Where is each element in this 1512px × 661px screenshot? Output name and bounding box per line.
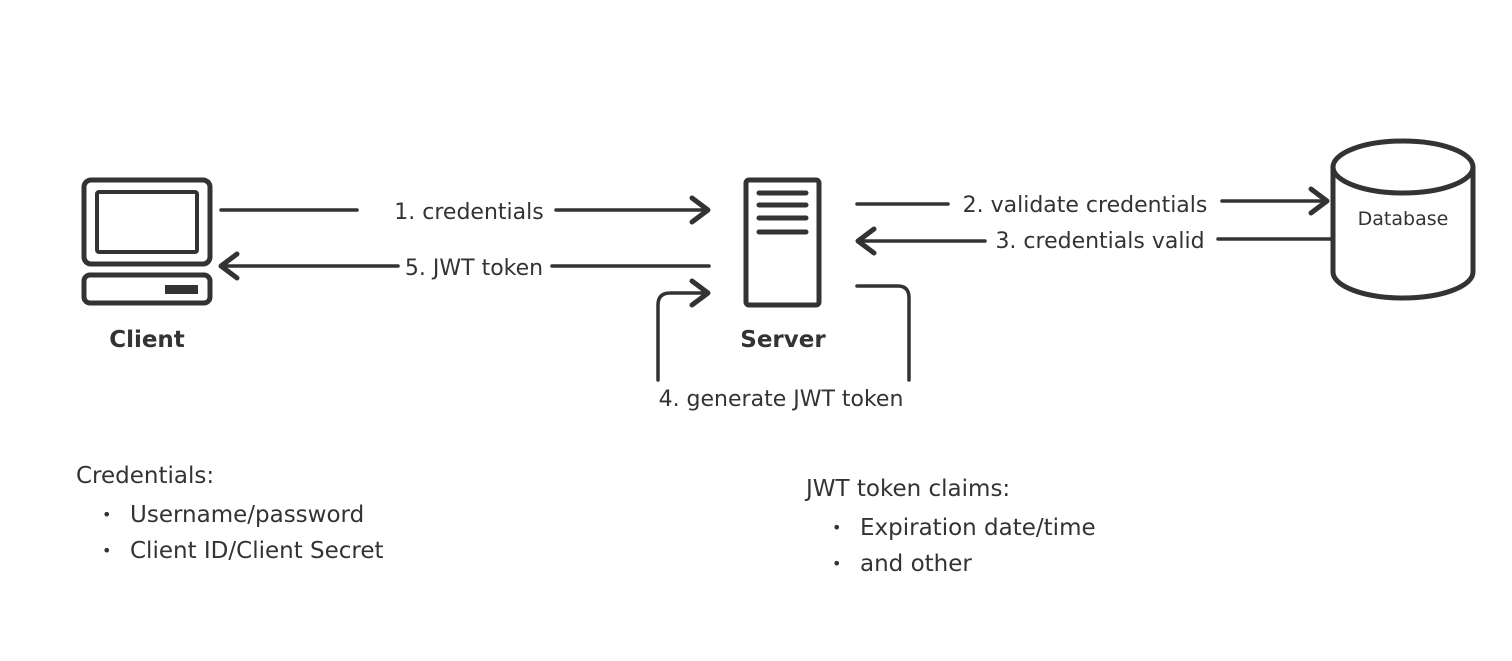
step5-label: 5. JWT token <box>405 256 543 281</box>
credentials-note-title: Credentials: <box>76 463 215 489</box>
step2-label: 2. validate credentials <box>963 193 1208 218</box>
list-item: Username/password <box>102 497 384 533</box>
step1-label: 1. credentials <box>394 200 543 225</box>
credentials-note: Credentials: Username/password Client ID… <box>76 461 384 569</box>
list-item: and other <box>832 546 1096 582</box>
jwt-claims-note-title: JWT token claims: <box>806 476 1011 502</box>
step3-label: 3. credentials valid <box>995 229 1204 254</box>
jwt-claims-note: JWT token claims: Expiration date/time a… <box>806 474 1096 582</box>
step4-label: 4. generate JWT token <box>659 387 904 412</box>
step4-loop-arrow <box>656 278 911 382</box>
list-item: Client ID/Client Secret <box>102 533 384 569</box>
list-item: Expiration date/time <box>832 510 1096 546</box>
client-label: Client <box>109 327 185 353</box>
server-label: Server <box>740 327 826 353</box>
step1-arrow <box>219 195 711 225</box>
database-label: Database <box>1358 208 1449 230</box>
step3-arrow <box>855 226 1333 256</box>
server-icon <box>743 177 822 308</box>
step2-arrow <box>855 186 1330 216</box>
step5-arrow <box>218 251 711 281</box>
database-icon <box>1330 138 1476 301</box>
jwt-claims-list: Expiration date/time and other <box>806 510 1096 582</box>
computer-icon <box>81 177 213 306</box>
credentials-list: Username/password Client ID/Client Secre… <box>76 497 384 569</box>
